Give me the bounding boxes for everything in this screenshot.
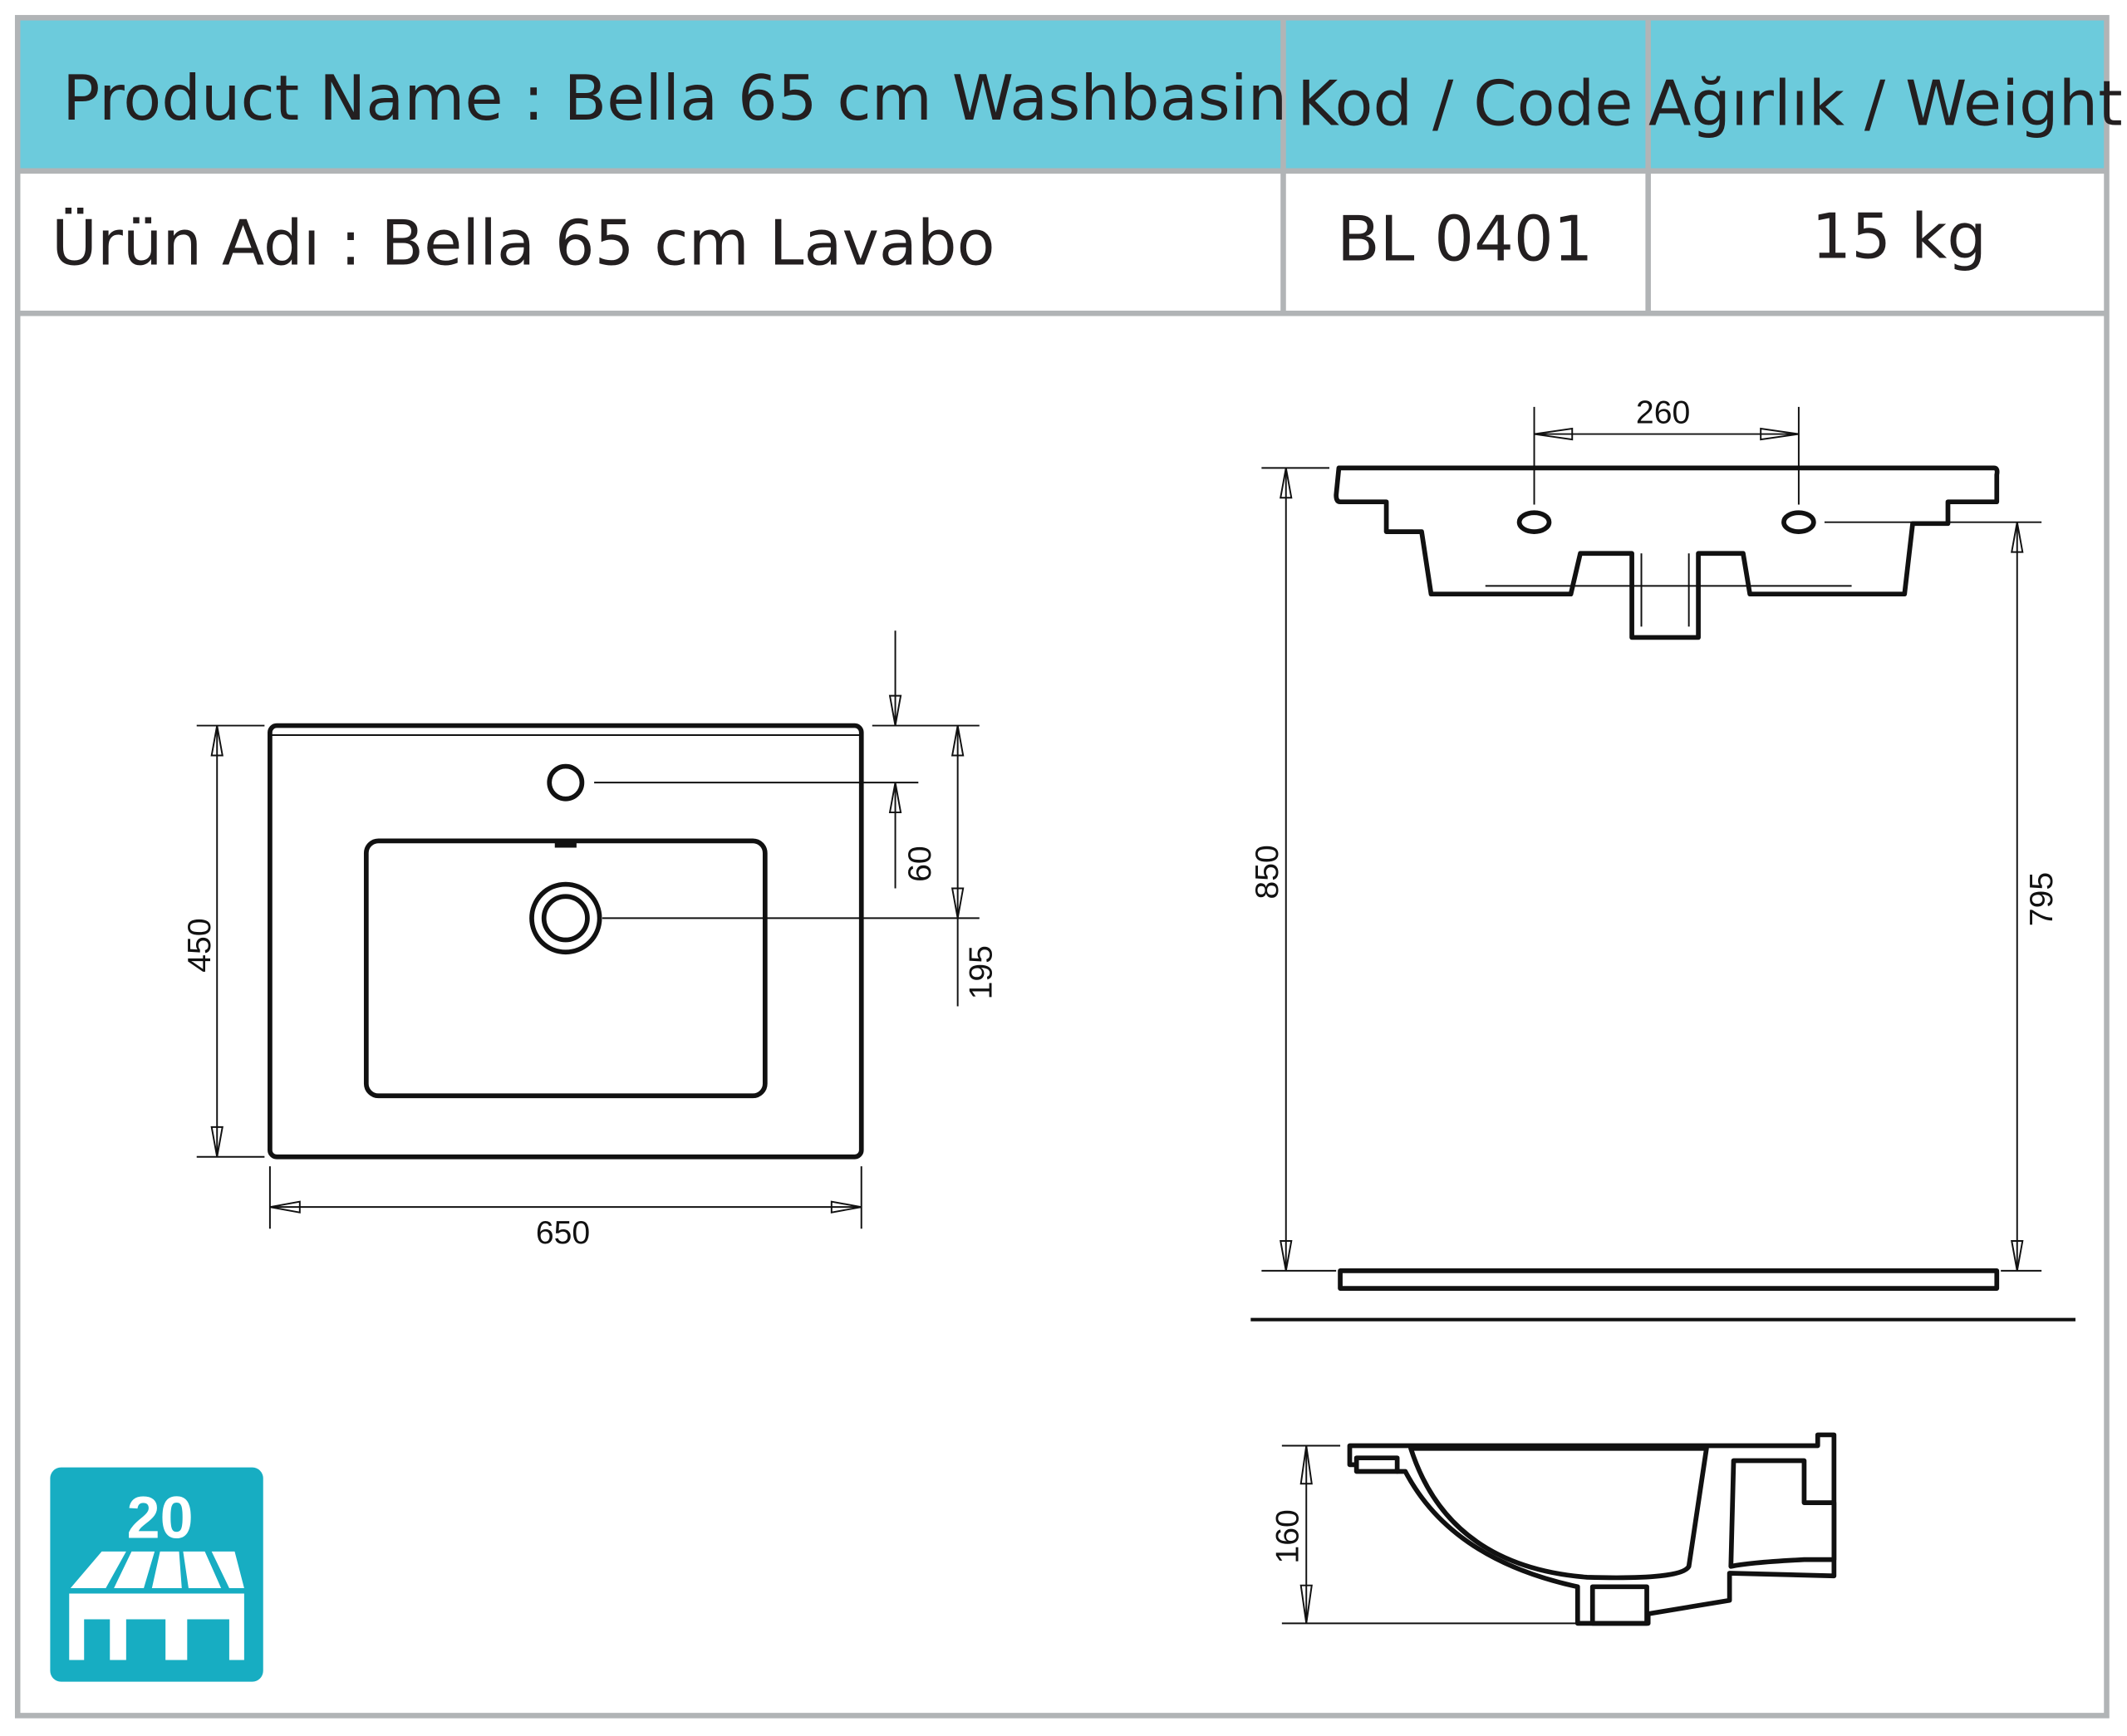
product-name-en: Product Name : Bella 65 cm Washbasin (62, 61, 1287, 135)
weight-label: Ağırlık / Weight (1648, 66, 2123, 140)
dim-650: 650 (536, 1215, 590, 1251)
table-header-row (17, 17, 2107, 170)
code-value: BL 0401 (1337, 203, 1593, 276)
tap-hole (547, 763, 585, 802)
dim-260: 260 (1636, 395, 1690, 430)
code-label: Kod / Code (1297, 66, 1633, 140)
front-view-drawing: 260 850 795 (1250, 395, 2075, 1322)
top-view-drawing: 450 650 60 195 (182, 630, 999, 1251)
pallet-slats (70, 1551, 244, 1588)
dim-195: 195 (963, 945, 999, 999)
weight-value: 15 kg (1811, 199, 1987, 272)
dim-160: 160 (1270, 1509, 1305, 1563)
dim-450: 450 (182, 918, 218, 972)
dim-795: 795 (2024, 872, 2060, 926)
product-name-tr: Ürün Adı : Bella 65 cm Lavabo (52, 206, 995, 279)
pallet-base (69, 1593, 244, 1660)
spec-table: Product Name : Bella 65 cm Washbasin Kod… (14, 15, 2123, 1719)
pallet-icon: 20 (50, 1467, 263, 1682)
side-section-drawing: 160 (1270, 1432, 1837, 1626)
dim-850: 850 (1250, 845, 1285, 899)
pallet-quantity: 20 (127, 1485, 194, 1552)
dim-60: 60 (902, 846, 938, 882)
